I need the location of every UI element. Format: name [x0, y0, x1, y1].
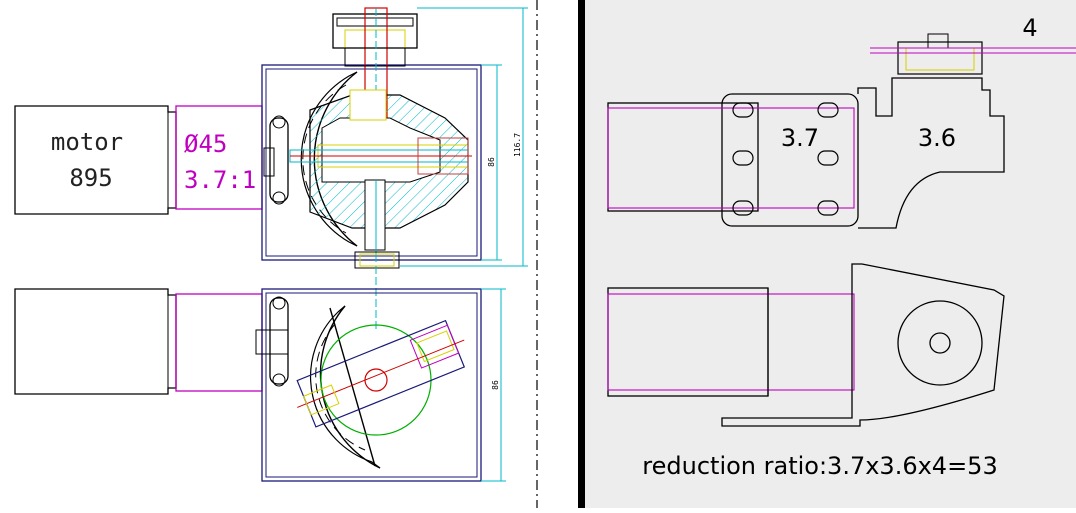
upper-module-drawing: 3.7 3.6 4 [607, 14, 1076, 229]
stage3-ratio: 4 [1022, 14, 1037, 42]
lower-joint-box [255, 288, 482, 482]
upper-motor: motor 895 [14, 105, 177, 215]
left-cad-panel: motor 895 Ø45 3.7:1 [14, 0, 538, 508]
stage2-ratio: 3.6 [918, 124, 956, 152]
gear-ratio-label: 3.7:1 [184, 166, 256, 194]
lower-gearbox [175, 293, 263, 392]
lower-module-drawing [607, 263, 1005, 427]
upper-gearbox: Ø45 3.7:1 [175, 105, 263, 210]
lower-motor [14, 288, 177, 395]
lower-dimensions: 86 [481, 288, 506, 482]
reduction-ratio-text: reduction ratio:3.7x3.6x4=53 [642, 452, 997, 480]
gear-diameter-label: Ø45 [184, 130, 227, 158]
stage1-ratio: 3.7 [781, 124, 819, 152]
dim-lower-box: 86 [491, 380, 500, 390]
upper-dimensions: 116.7 86 [400, 7, 528, 267]
panel-separator [578, 0, 585, 508]
dim-upper-box: 86 [487, 157, 496, 167]
upper-joint-box [261, 7, 482, 269]
motor-label: motor [51, 128, 123, 156]
right-panel: 3.7 3.6 4 reduction ratio:3.7x3.6x4=53 [585, 0, 1076, 508]
motor-model-label: 895 [69, 164, 112, 192]
dim-overall-height: 116.7 [513, 133, 522, 157]
